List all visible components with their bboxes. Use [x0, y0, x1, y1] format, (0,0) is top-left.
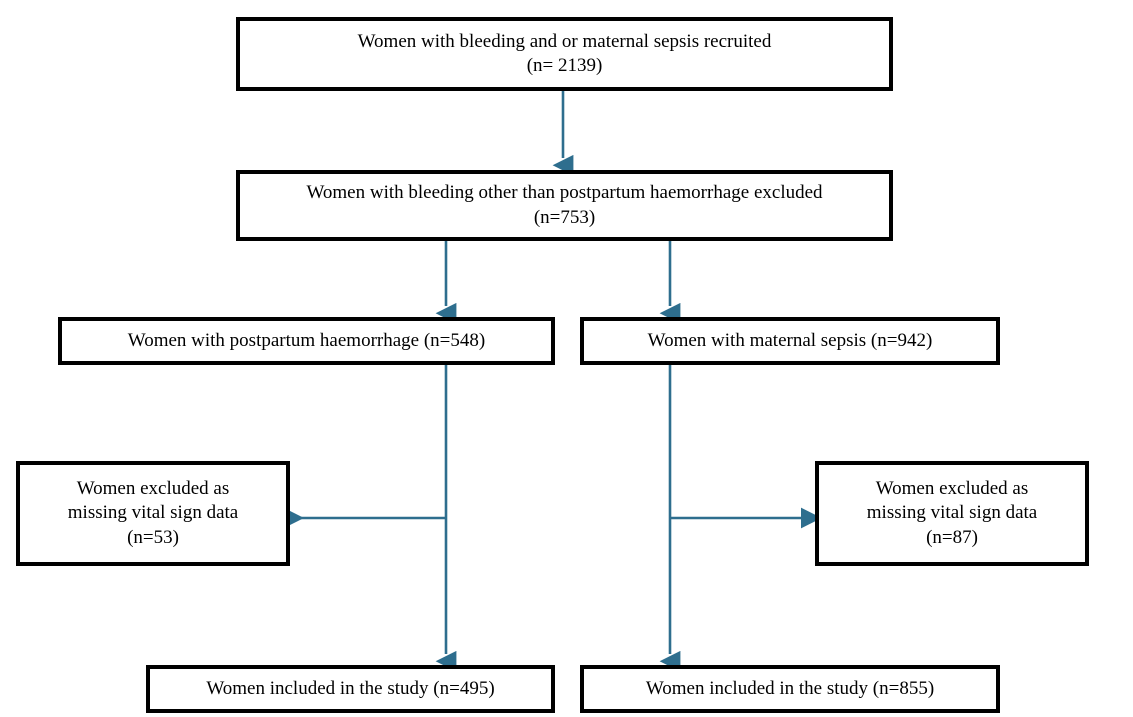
node-maternal-sepsis: Women with maternal sepsis (n=942)	[580, 317, 1000, 365]
node-excluded-vitals-left-label: Women excluded as missing vital sign dat…	[67, 478, 239, 548]
node-included-left: Women included in the study (n=495)	[146, 665, 555, 713]
node-recruited-label: Women with bleeding and or maternal seps…	[357, 30, 772, 76]
node-excluded-bleeding: Women with bleeding other than postpartu…	[236, 170, 893, 241]
node-postpartum-haemorrhage: Women with postpartum haemorrhage (n=548…	[58, 317, 555, 365]
node-excluded-bleeding-label: Women with bleeding other than postpartu…	[306, 182, 823, 228]
node-maternal-sepsis-label: Women with maternal sepsis (n=942)	[647, 329, 933, 351]
node-excluded-vitals-left: Women excluded as missing vital sign dat…	[16, 461, 290, 566]
node-excluded-vitals-right-label: Women excluded as missing vital sign dat…	[866, 478, 1038, 548]
node-included-left-label: Women included in the study (n=495)	[206, 677, 495, 699]
node-included-right-label: Women included in the study (n=855)	[645, 677, 935, 699]
node-excluded-vitals-right: Women excluded as missing vital sign dat…	[815, 461, 1089, 566]
node-included-right: Women included in the study (n=855)	[580, 665, 1000, 713]
node-postpartum-haemorrhage-label: Women with postpartum haemorrhage (n=548…	[127, 329, 486, 351]
node-recruited: Women with bleeding and or maternal seps…	[236, 17, 893, 91]
